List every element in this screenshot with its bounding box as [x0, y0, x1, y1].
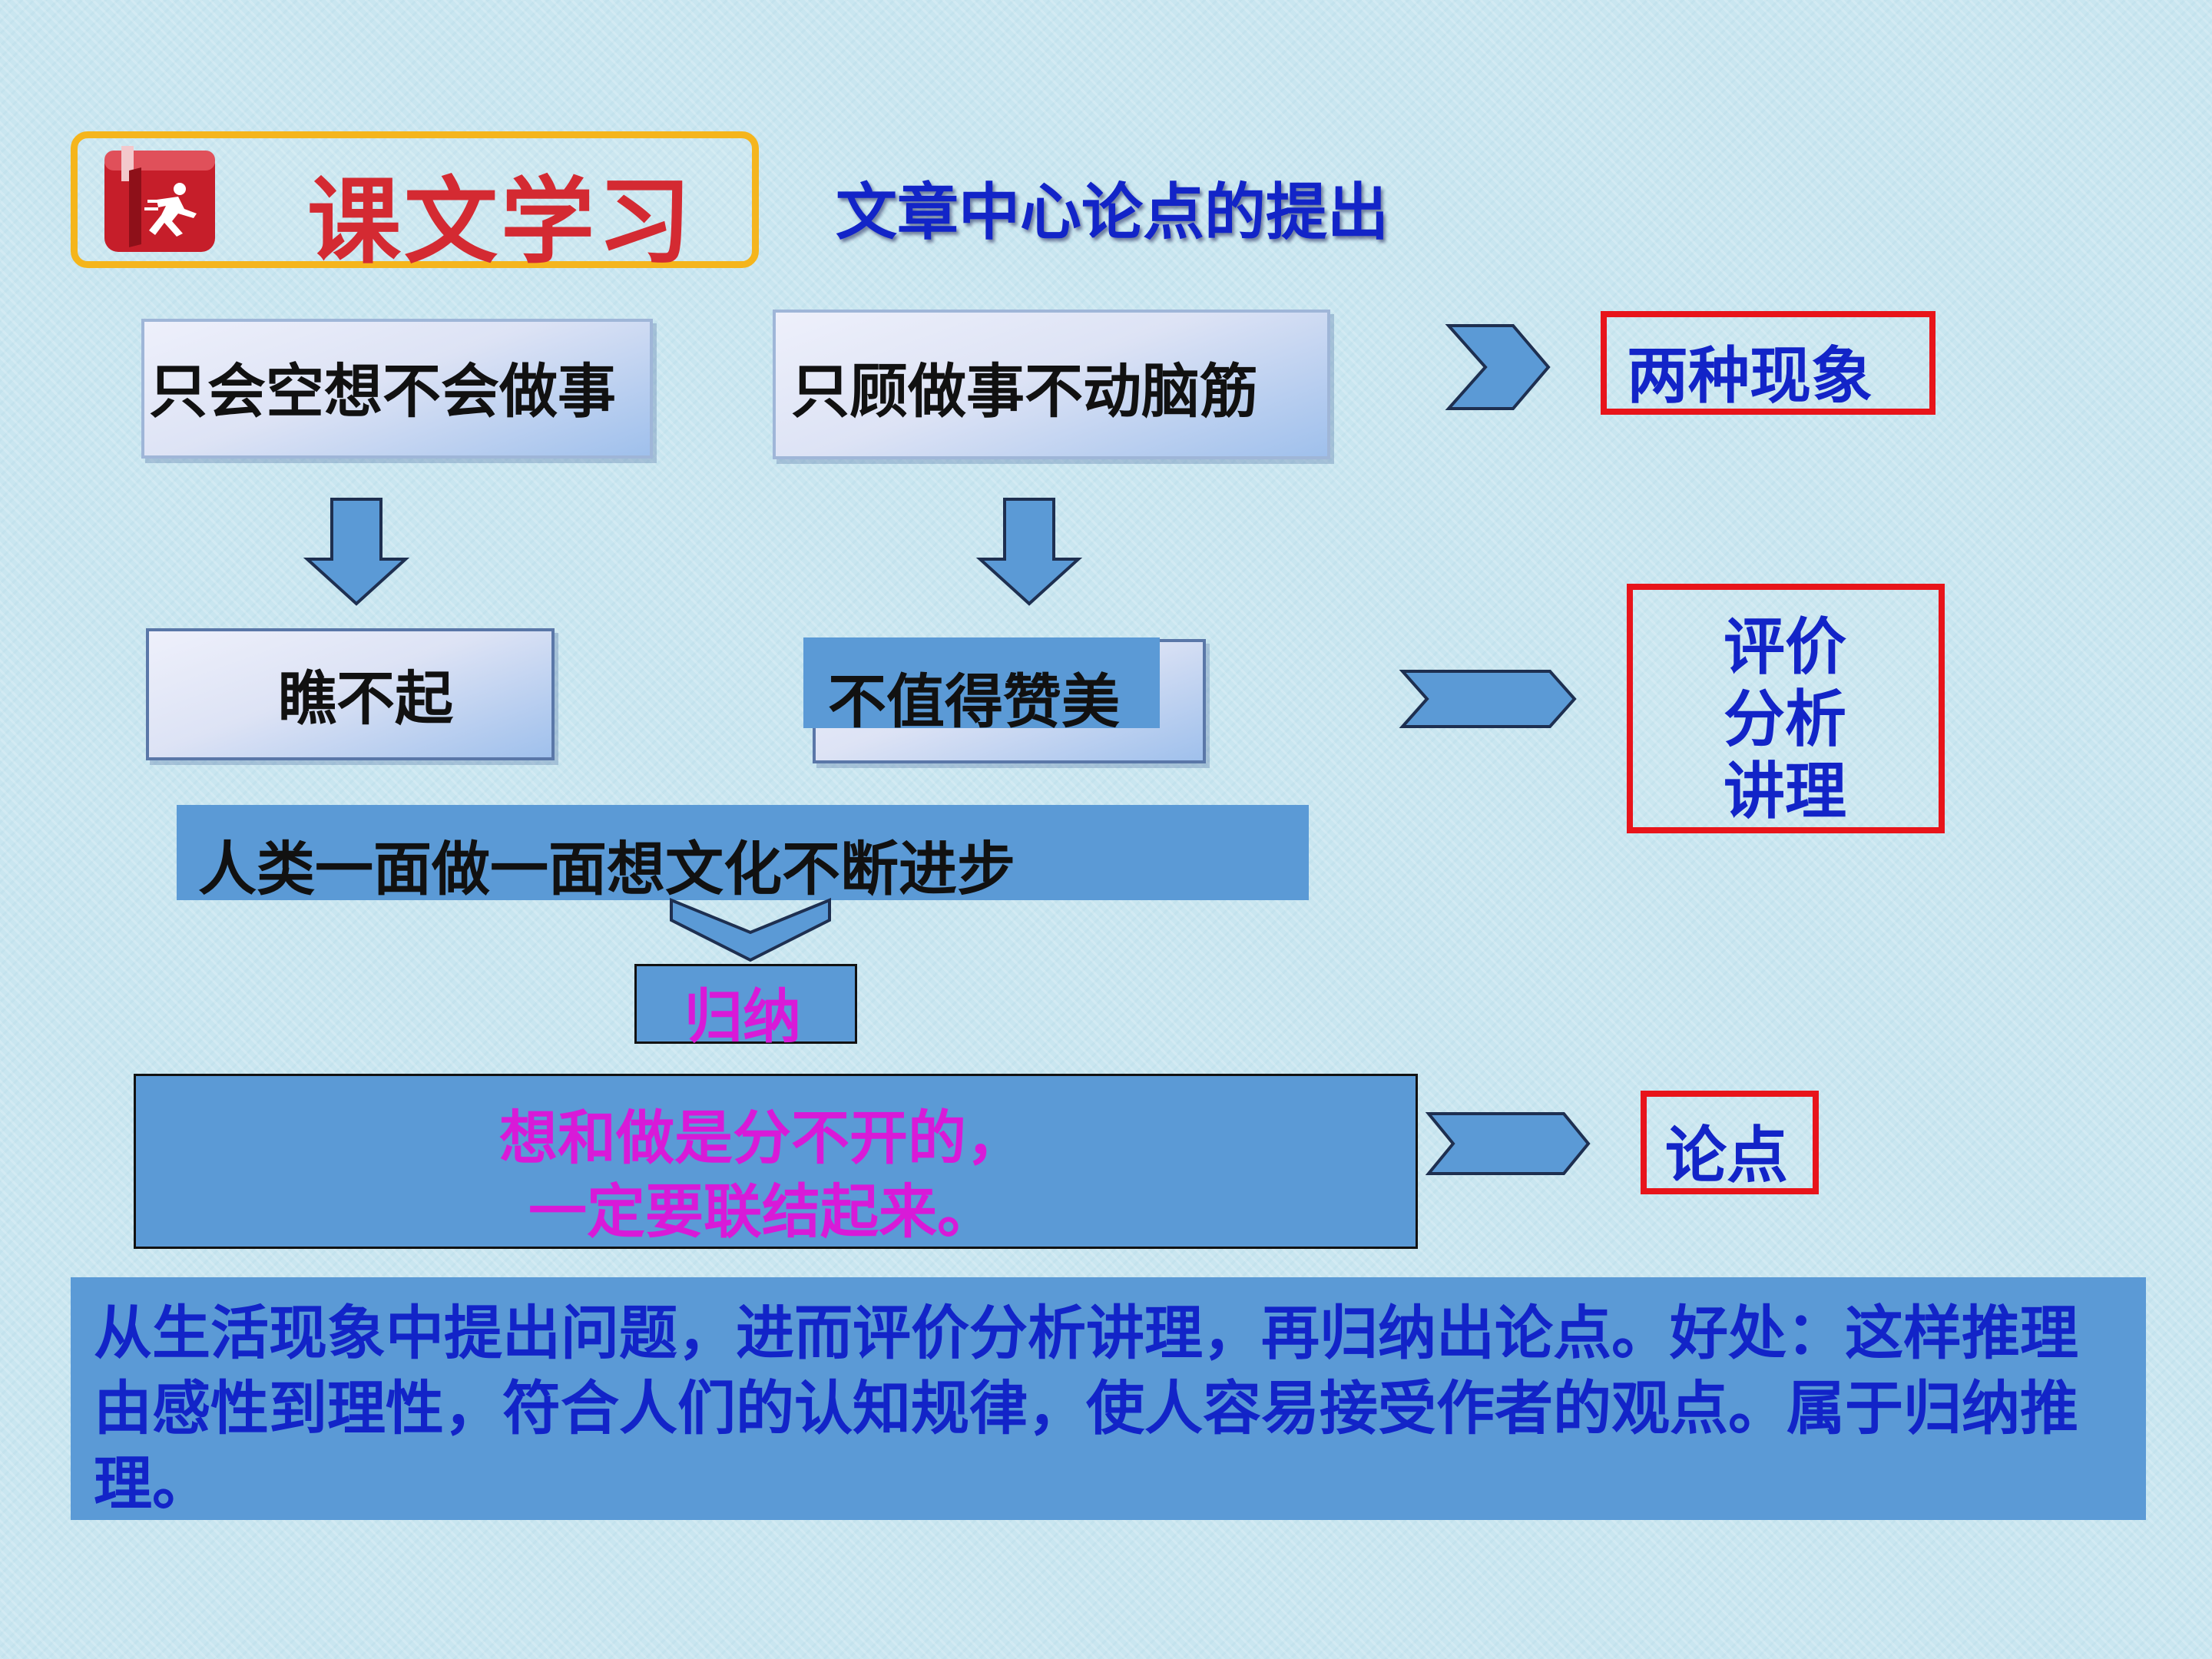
statement-text: 人类一面做一面想文化不断进步 — [198, 835, 1015, 903]
section-title: 课文学习 — [307, 167, 694, 276]
chevron-right-icon — [1445, 324, 1551, 410]
judgement-left-label: 瞧不起 — [278, 664, 453, 733]
down-arrow-icon — [975, 498, 1083, 606]
statement-bar — [177, 805, 1309, 900]
judgement-right-label: 不值得赞美 — [828, 667, 1120, 736]
analysis-label-line-3: 讲理 — [1724, 756, 1846, 827]
analysis-label-line-1: 评价 — [1724, 611, 1846, 683]
thesis-box — [134, 1074, 1418, 1249]
analysis-label-box — [1627, 584, 1945, 833]
thesis-line-2: 一定要联结起来。 — [528, 1177, 995, 1246]
phenomenon-card-left — [141, 319, 653, 459]
chevron-right-icon — [1425, 1112, 1591, 1175]
phenomenon-left-label: 只会空想不会做事 — [149, 357, 616, 426]
phenomenon-card-right — [773, 310, 1330, 459]
phenomena-label-box — [1601, 311, 1936, 415]
conclusion-text: 从生活现象中提出问题，进而评价分析讲理，再归纳出论点。好处：这样推理由感性到理性… — [94, 1299, 2078, 1518]
phenomena-label: 两种现象 — [1627, 340, 1873, 412]
analysis-label-line-2: 分析 — [1724, 684, 1846, 755]
judgement-right-tag — [803, 637, 1160, 728]
down-arrow-icon — [303, 498, 410, 606]
conclusion-box: 从生活现象中提出问题，进而评价分析讲理，再归纳出论点。好处：这样推理由感性到理性… — [71, 1277, 2146, 1520]
judgement-card-left — [146, 628, 555, 760]
chevron-right-icon — [1399, 670, 1577, 728]
summary-tag-label: 归纳 — [684, 982, 801, 1051]
chevron-down-icon — [670, 898, 831, 962]
diagram-subtitle: 文章中心论点的提出 — [836, 177, 1389, 248]
runner-book-icon — [101, 144, 218, 255]
thesis-line-1: 想和做是分不开的， — [499, 1104, 1025, 1172]
summary-tag — [634, 964, 857, 1044]
phenomenon-right-label: 只顾做事不动脑筋 — [791, 357, 1258, 426]
thesis-label-box — [1641, 1091, 1819, 1194]
thesis-label: 论点 — [1665, 1120, 1788, 1191]
